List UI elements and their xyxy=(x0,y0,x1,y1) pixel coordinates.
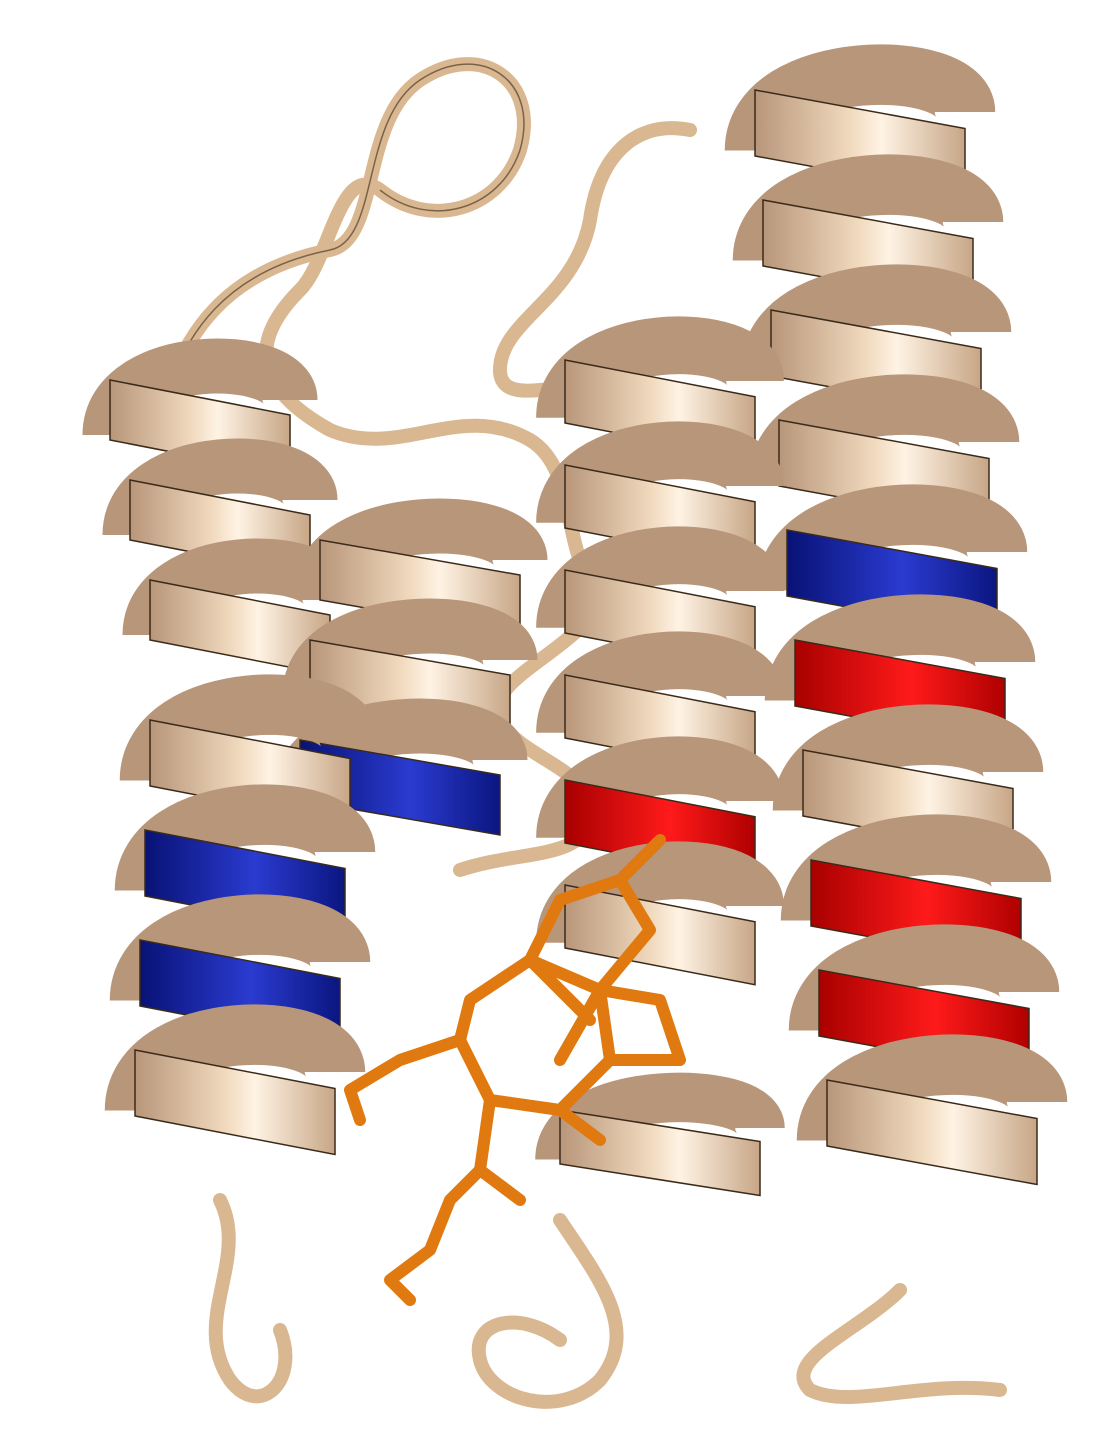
helix-turn-front xyxy=(134,1049,336,1156)
helix-left-upper xyxy=(82,338,358,676)
helix-turn-front xyxy=(559,1109,761,1197)
helix-center-right xyxy=(536,316,784,986)
loop-bottom-mid xyxy=(471,1213,624,1409)
loop-bottom-right xyxy=(796,1283,1007,1405)
loop-right-top xyxy=(492,121,697,398)
helix-bottom xyxy=(535,1072,785,1197)
heme-ligand xyxy=(344,834,686,1306)
loop-bottom-left xyxy=(208,1193,293,1404)
loop-center xyxy=(453,593,607,877)
helix-turn-front xyxy=(826,1079,1038,1186)
helix-turn-front xyxy=(564,884,756,986)
helix-left-lower xyxy=(104,674,381,1156)
helix-right xyxy=(724,44,1068,1186)
